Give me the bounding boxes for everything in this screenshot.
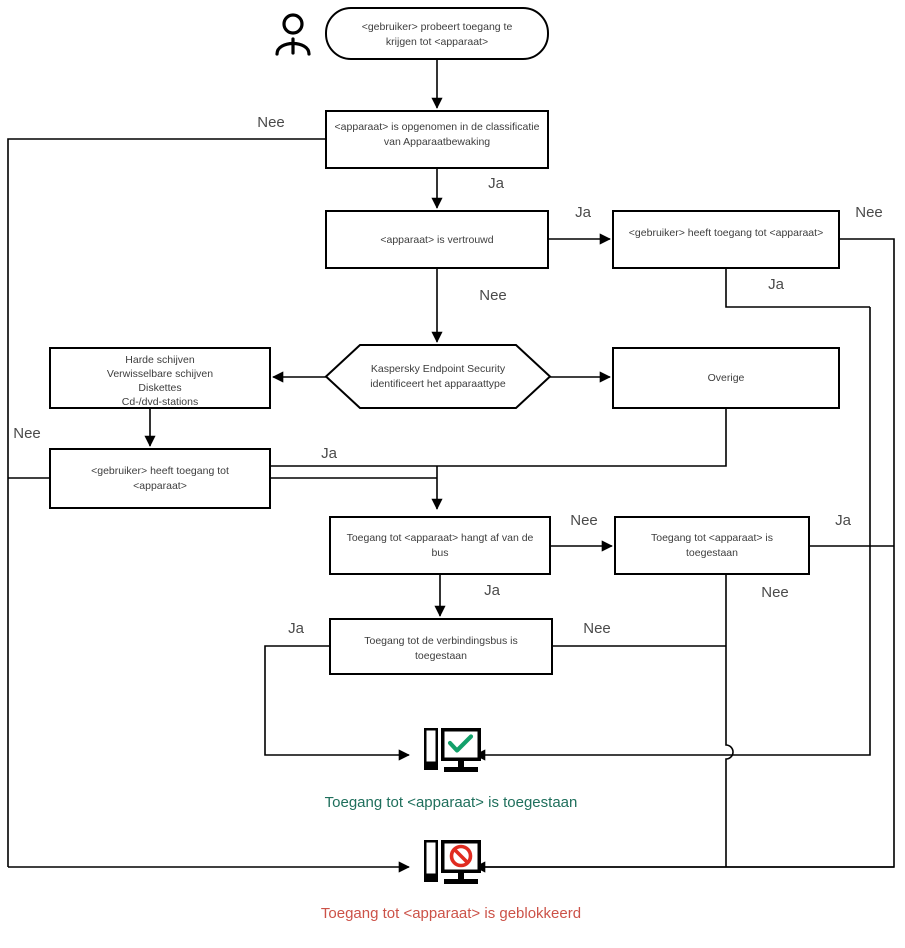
node-access-allowed-box: Toegang tot <apparaat> is toegestaan [614, 516, 810, 575]
node-access-allowed-line1: Toegang tot <apparaat> is [651, 532, 773, 544]
node-classification: <apparaat> is opgenomen in de classifica… [325, 110, 549, 169]
person-icon [275, 13, 311, 56]
edge-label-access-allowed-no: Nee [761, 584, 789, 601]
node-user-access-top: <gebruiker> heeft toegang tot <apparaat> [612, 210, 840, 269]
edge-right-rail-to-allowed [474, 307, 871, 761]
node-device-types-line3: Diskettes [138, 382, 181, 394]
node-classification-line1: <apparaat> is opgenomen in de classifica… [335, 121, 540, 133]
monitor-check-icon [424, 728, 481, 772]
node-device-types-line2: Verwisselbare schijven [107, 368, 213, 380]
node-depends-on-bus-line1: Toegang tot <apparaat> hangt af van de [347, 532, 534, 544]
node-user-access-left: <gebruiker> heeft toegang tot <apparaat> [49, 448, 271, 509]
node-identify-line1: Kaspersky Endpoint Security [371, 363, 506, 375]
node-device-types-line4: Cd-/dvd-stations [122, 396, 198, 408]
edge-label-trusted-yes: Ja [575, 204, 592, 221]
node-start-line2: krijgen tot <apparaat> [386, 36, 488, 48]
edge-other-down [271, 408, 727, 467]
edge-label-depends-on-bus-no: Nee [570, 512, 598, 529]
edge-label-depends-on-bus-yes: Ja [484, 582, 501, 599]
edge-label-user-access-left-yes: Ja [321, 445, 338, 462]
node-bus-access-line2: toegestaan [415, 650, 467, 662]
node-identify-line2: identificeert het apparaattype [370, 378, 506, 390]
node-user-access-top-line1: <gebruiker> heeft toegang tot <apparaat> [629, 227, 823, 239]
edge-label-bus-access-no: Nee [583, 620, 611, 637]
edge-label-classification-no: Nee [257, 114, 285, 131]
node-bus-access-line1: Toegang tot de verbindingsbus is [364, 635, 518, 647]
node-trusted-line1: <apparaat> is vertrouwd [380, 234, 493, 246]
node-other-line1: Overige [708, 372, 745, 384]
node-user-access-left-line2: <apparaat> [133, 480, 187, 492]
edge-classification-no [7, 138, 326, 867]
blocked-caption: Toegang tot <apparaat> is geblokkeerd [321, 905, 581, 922]
node-start-line1: <gebruiker> probeert toegang te [362, 21, 513, 33]
edge-label-trusted-no: Nee [479, 287, 507, 304]
edge-label-user-access-left-no: Nee [13, 425, 41, 442]
edge-label-bus-access-yes: Ja [288, 620, 305, 637]
node-depends-on-bus-line2: bus [432, 547, 449, 559]
node-user-access-left-line1: <gebruiker> heeft toegang tot [91, 465, 229, 477]
edge-label-user-access-top-yes: Ja [768, 276, 785, 293]
edge-label-classification-yes: Ja [488, 175, 505, 192]
edge-label-access-allowed-yes: Ja [835, 512, 852, 529]
edge-access-allowed-no [725, 574, 734, 867]
node-identify: Kaspersky Endpoint Security identificeer… [324, 344, 552, 409]
monitor-blocked-icon [424, 840, 481, 884]
node-device-types: Harde schijven Verwisselbare schijven Di… [49, 347, 271, 409]
edge-bus-access-yes [264, 645, 410, 761]
node-device-types-line1: Harde schijven [125, 354, 195, 366]
node-trusted: <apparaat> is vertrouwd [325, 210, 549, 269]
node-start: <gebruiker> probeert toegang te krijgen … [325, 7, 549, 60]
node-bus-access-allowed: Toegang tot de verbindingsbus is toegest… [329, 618, 553, 675]
node-classification-line2: van Apparaatbewaking [384, 136, 490, 148]
edge-label-user-access-top-no: Nee [855, 204, 883, 221]
node-depends-on-bus: Toegang tot <apparaat> hangt af van de b… [329, 516, 551, 575]
node-other: Overige [612, 347, 840, 409]
node-access-allowed-line2: toegestaan [686, 547, 738, 559]
allowed-caption: Toegang tot <apparaat> is toegestaan [325, 794, 578, 811]
edge-user-access-top-yes-seg1 [725, 268, 870, 308]
